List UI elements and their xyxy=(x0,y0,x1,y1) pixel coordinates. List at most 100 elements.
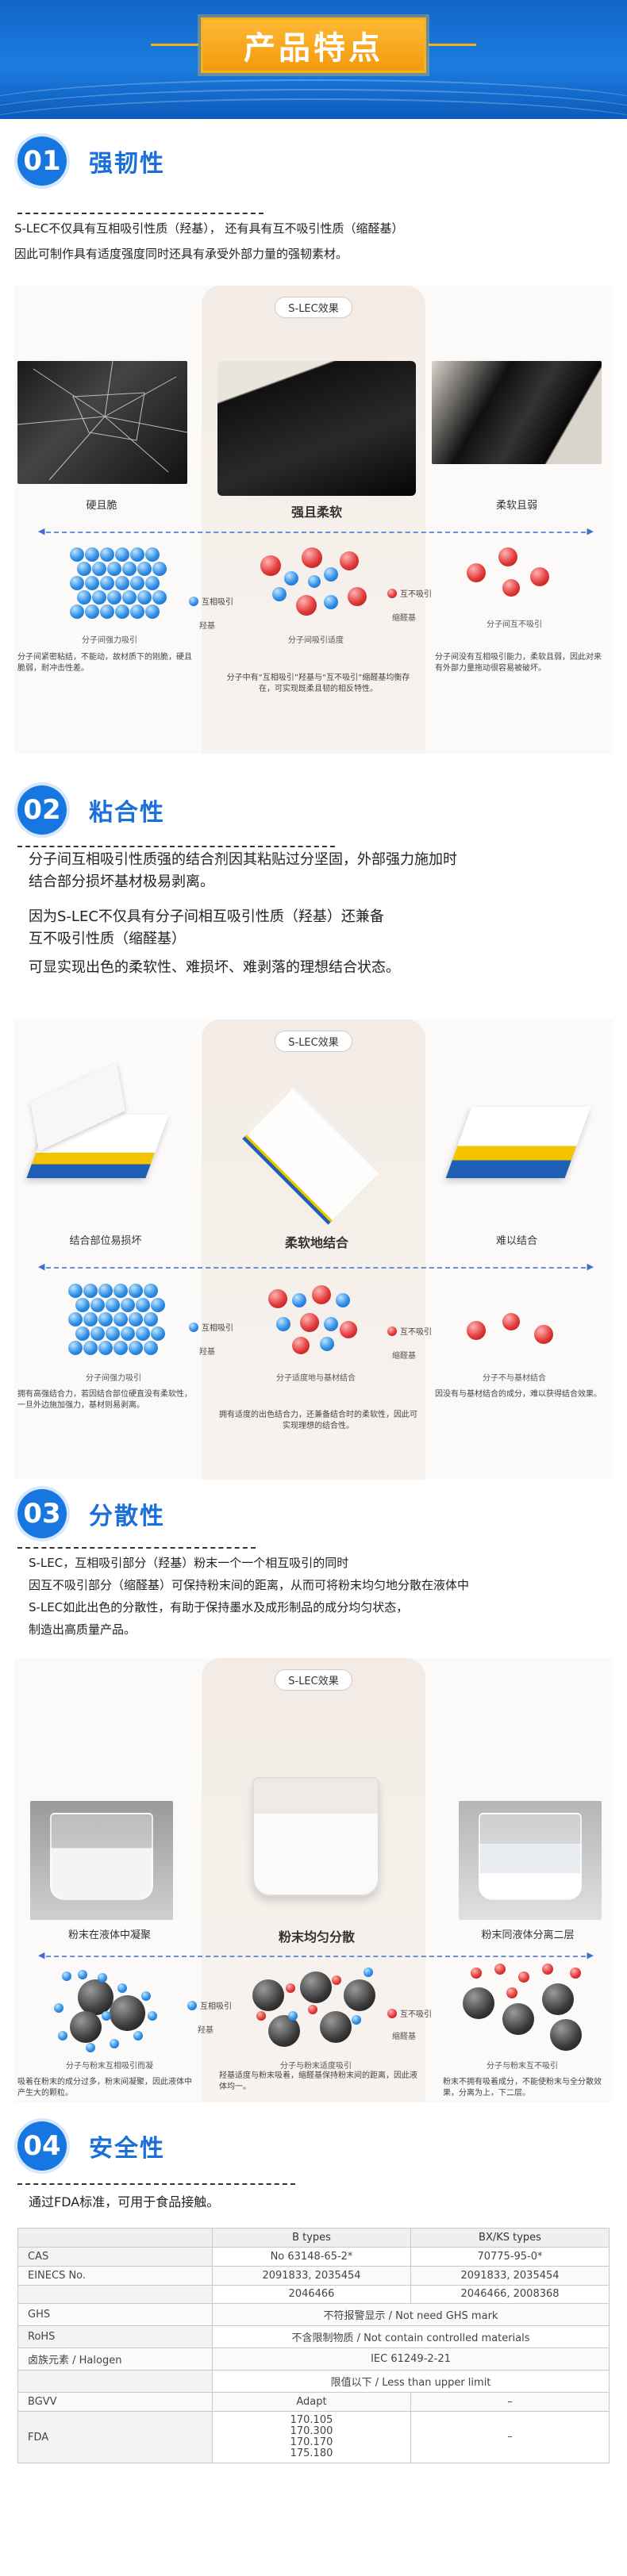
section-04-heading: 04 安全性 xyxy=(17,2121,165,2171)
powder-particle-icon xyxy=(70,2011,102,2043)
paragraph: 结合部分损坏基材极易剥离。 xyxy=(29,873,214,890)
separated-beaker-icon xyxy=(479,1813,582,1900)
powder-particle-icon xyxy=(300,1971,332,2003)
left-legend: 分子与粉末互相吸引而凝 xyxy=(66,2062,153,2071)
red-molecule-icon xyxy=(296,595,317,616)
blue-molecule-icon xyxy=(107,562,121,576)
table-cell: 限值以下 / Less than upper limit xyxy=(212,2370,610,2393)
blue-molecule-icon xyxy=(137,590,152,605)
paragraph: S-LEC如此出色的分散性，有助于保持墨水及成形制品的成分均匀状态， xyxy=(29,1600,409,1614)
red-molecule-icon xyxy=(340,1321,357,1338)
powder-particle-icon xyxy=(463,1987,494,2019)
blue-molecule-icon xyxy=(145,605,160,619)
black-film-image xyxy=(217,361,416,496)
powder-particle-icon xyxy=(542,1983,574,2015)
paragraph: 制造出高质量产品。 xyxy=(29,1622,137,1637)
powder-particle-icon xyxy=(110,1995,145,2031)
powder-particle-icon xyxy=(550,2019,582,2051)
table-cell: IEC 61249-2-21 xyxy=(212,2348,610,2371)
attract-legend: 互相吸引 xyxy=(189,595,233,607)
blue-molecule-icon xyxy=(121,1298,135,1312)
blue-molecule-icon xyxy=(336,1293,350,1307)
uniform-dispersion-label: 粉末均匀分散 xyxy=(278,1929,355,1944)
blue-molecule-icon xyxy=(78,1970,87,1979)
red-ball-icon xyxy=(387,2008,397,2018)
s-lec-effect-badge: S-LEC效果 xyxy=(275,297,352,318)
blue-molecule-icon xyxy=(151,1298,165,1312)
table-cell: 2091833, 2035454 xyxy=(212,2266,411,2286)
non-attract-legend: 互不吸引 xyxy=(387,587,432,599)
red-molecule-icon xyxy=(542,1964,553,1975)
center-legend: 分子适度地与基材结合 xyxy=(276,1374,356,1383)
red-molecule-icon xyxy=(471,1968,482,1979)
blue-molecule-icon xyxy=(68,1284,83,1298)
blue-molecule-icon xyxy=(122,590,137,605)
blue-molecule-icon xyxy=(272,587,287,601)
blue-molecule-icon xyxy=(92,590,106,605)
blue-molecule-icon xyxy=(130,605,144,619)
dense-blue-molecules xyxy=(70,547,167,627)
blue-molecule-icon xyxy=(152,562,167,576)
blue-molecule-icon xyxy=(364,1968,373,1977)
powder-particle-icon xyxy=(344,1979,375,2011)
red-molecule-icon xyxy=(348,587,367,606)
blue-molecule-icon xyxy=(152,590,167,605)
blue-molecule-icon xyxy=(352,2015,361,2025)
hydroxyl-label: 羟基 xyxy=(199,1348,215,1357)
row-label xyxy=(17,2285,213,2304)
paragraph: S-LEC，互相吸引部分（羟基）粉末一个一个相互吸引的同时 xyxy=(29,1556,349,1570)
section-divider xyxy=(17,1547,256,1549)
blue-molecule-icon xyxy=(144,1341,158,1355)
row-label: EINECS No. xyxy=(17,2266,213,2286)
red-molecule-icon xyxy=(300,1313,319,1332)
table-cell: 2091833, 2035454 xyxy=(410,2266,610,2286)
blue-molecule-icon xyxy=(121,1326,135,1341)
table-cell: – xyxy=(410,2392,610,2412)
row-label: CAS xyxy=(17,2247,213,2267)
red-molecule-icon xyxy=(506,1987,517,1998)
section-03-heading: 03 分散性 xyxy=(17,1489,165,1538)
section-divider xyxy=(17,2183,295,2185)
red-molecule-icon xyxy=(268,1289,287,1308)
blue-molecule-icon xyxy=(136,1326,150,1341)
hard-brittle-label: 硬且脆 xyxy=(86,500,117,512)
blue-molecule-icon xyxy=(85,605,99,619)
blue-molecule-icon xyxy=(75,1298,90,1312)
blue-molecule-icon xyxy=(68,1312,83,1326)
blue-molecule-icon xyxy=(115,547,129,562)
joint-damage-label: 结合部位易损坏 xyxy=(69,1235,142,1247)
red-molecule-icon xyxy=(534,1325,553,1344)
blue-molecule-icon xyxy=(86,2043,95,2052)
red-molecule-icon xyxy=(260,555,281,576)
right-description: 粉末不拥有吸着成分，不能使粉末与全分散效果，分离为上，下二层。 xyxy=(443,2078,602,2098)
left-description: 吸着在粉末的成分过多，粉末间凝聚，因此液体中产生大的颗粒。 xyxy=(17,2078,192,2098)
section-04-text: 通过FDA标准，可用于食品接触。 xyxy=(29,2193,608,2218)
center-description: 分子中有“互相吸引”羟基与“互不吸引”缩醛基均衡存在，可实现既柔且韧的相反特性。 xyxy=(226,674,410,693)
blue-molecule-icon xyxy=(292,1293,306,1307)
blue-molecule-icon xyxy=(129,1341,143,1355)
right-legend: 分子不与基材结合 xyxy=(483,1374,546,1383)
section-divider xyxy=(17,213,263,214)
strong-soft-label: 强且柔软 xyxy=(290,505,342,520)
blue-ball-icon xyxy=(189,1322,198,1332)
soft-weak-label: 柔软且弱 xyxy=(495,500,537,512)
red-molecule-icon xyxy=(312,1285,331,1304)
blue-molecule-icon xyxy=(98,1312,113,1326)
table-cell: 不含限制物质 / Not contain controlled material… xyxy=(212,2325,610,2348)
blue-molecule-icon xyxy=(107,590,121,605)
blue-molecule-icon xyxy=(122,562,137,576)
blue-molecule-icon xyxy=(284,571,298,585)
blue-molecule-icon xyxy=(137,562,152,576)
paragraph: S-LEC不仅具有互相吸引性质（羟基）， 还有具有互不吸引性质（缩醛基） xyxy=(14,221,404,236)
table-cell: 70775-95-0* xyxy=(410,2247,610,2267)
blue-molecule-icon xyxy=(115,576,129,590)
table-cell: 2046466, 2008368 xyxy=(410,2285,610,2304)
section-01-figure: S-LEC效果 硬且脆 强且柔软 柔软且弱 分子间强力吸引 分子间吸引适度 分子… xyxy=(14,286,613,754)
row-label: 卤族元素 / Halogen xyxy=(17,2348,213,2371)
right-legend: 分子间互不吸引 xyxy=(487,620,542,629)
left-description: 拥有高强结合力，若因结合部位硬直没有柔软性，一旦外边施加强力，基材则易剥离。 xyxy=(17,1390,192,1410)
